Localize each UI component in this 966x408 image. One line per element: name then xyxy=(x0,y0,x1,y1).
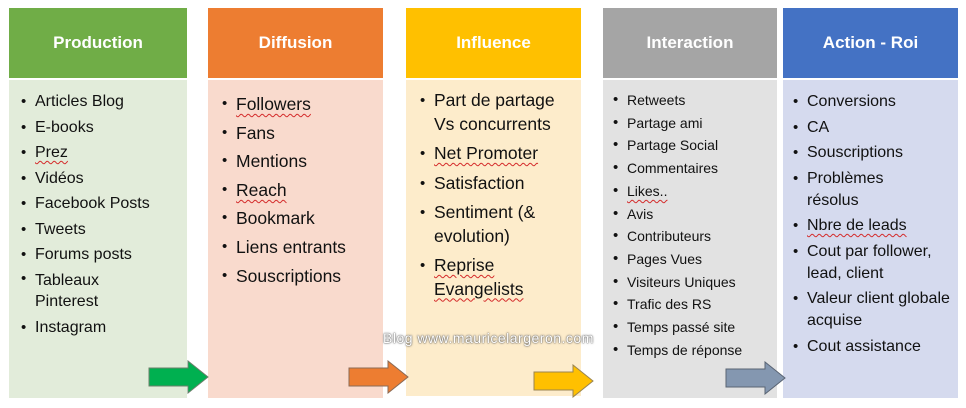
list-item: Followers xyxy=(218,90,377,119)
list-item: Reach xyxy=(218,176,377,205)
list-item: Problèmes résolus xyxy=(789,168,917,212)
list-production: Articles Blog E-books Prez Vidéos Facebo… xyxy=(17,89,181,340)
column-interaction: Interaction Retweets Partage ami Partage… xyxy=(603,8,777,398)
list-item: Part de partage Vs concurrents xyxy=(416,89,564,136)
list-item: Cout par follower, lead, client xyxy=(789,241,947,285)
arrow-icon xyxy=(725,361,786,395)
list-item: Prez xyxy=(17,140,181,166)
column-influence: Influence Part de partage Vs concurrents… xyxy=(406,8,581,396)
list-item: Liens entrants xyxy=(218,233,377,262)
arrow-icon xyxy=(148,360,209,394)
column-production: Production Articles Blog E-books Prez Vi… xyxy=(9,8,187,398)
list-item: Avis xyxy=(609,203,773,226)
list-item: Facebook Posts xyxy=(17,191,181,217)
list-item: CA xyxy=(789,117,954,139)
list-item: Mentions xyxy=(218,147,377,176)
list-item: Sentiment (& evolution) xyxy=(416,201,577,248)
list-item: Tweets xyxy=(17,217,181,243)
header-production: Production xyxy=(9,8,187,78)
list-item: Trafic des RS xyxy=(609,293,773,316)
list-item: Fans xyxy=(218,119,377,148)
list-item: Souscriptions xyxy=(218,262,377,291)
list-item: Pages Vues xyxy=(609,248,773,271)
list-influence: Part de partage Vs concurrents Net Promo… xyxy=(416,89,577,301)
list-item: Visiteurs Uniques xyxy=(609,271,773,294)
header-diffusion: Diffusion xyxy=(208,8,383,78)
header-action-roi: Action - Roi xyxy=(783,8,958,78)
watermark-text: Blog www.mauricelargeron.com xyxy=(383,330,594,346)
list-item: E-books xyxy=(17,115,181,141)
list-item: Conversions xyxy=(789,91,954,113)
list-item: Souscriptions xyxy=(789,142,954,164)
list-item: Articles Blog xyxy=(17,89,181,115)
list-item: Instagram xyxy=(17,315,181,341)
list-item: Partage Social xyxy=(609,134,773,157)
list-item: Partage ami xyxy=(609,112,773,135)
list-item: Valeur client globale acquise xyxy=(789,288,954,332)
list-item: Temps passé site xyxy=(609,316,773,339)
list-item: Bookmark xyxy=(218,204,377,233)
body-interaction: Retweets Partage ami Partage Social Comm… xyxy=(603,80,777,398)
list-action-roi: Conversions CA Souscriptions Problèmes r… xyxy=(789,91,954,358)
list-item: Satisfaction xyxy=(416,172,577,196)
list-item: Vidéos xyxy=(17,166,181,192)
list-interaction: Retweets Partage ami Partage Social Comm… xyxy=(609,89,773,361)
header-influence: Influence xyxy=(406,8,581,78)
list-diffusion: Followers Fans Mentions Reach Bookmark L… xyxy=(218,90,377,290)
column-action-roi: Action - Roi Conversions CA Souscription… xyxy=(783,8,958,398)
body-influence: Part de partage Vs concurrents Net Promo… xyxy=(406,80,581,396)
list-item: Net Promoter xyxy=(416,142,577,166)
list-item: Forums posts xyxy=(17,242,181,268)
list-item: Nbre de leads xyxy=(789,215,954,237)
arrow-icon xyxy=(533,364,594,398)
body-diffusion: Followers Fans Mentions Reach Bookmark L… xyxy=(208,80,383,398)
list-item: Cout assistance xyxy=(789,336,954,358)
header-interaction: Interaction xyxy=(603,8,777,78)
list-item: Reprise Evangelists xyxy=(416,254,574,301)
body-production: Articles Blog E-books Prez Vidéos Facebo… xyxy=(9,80,187,398)
list-item: Commentaires xyxy=(609,157,773,180)
list-item: Likes.. xyxy=(609,180,773,203)
body-action-roi: Conversions CA Souscriptions Problèmes r… xyxy=(783,80,958,398)
list-item: Temps de réponse xyxy=(609,339,773,362)
arrow-icon xyxy=(348,360,409,394)
list-item: Tableaux Pinterest xyxy=(17,268,125,315)
list-item: Contributeurs xyxy=(609,225,773,248)
list-item: Retweets xyxy=(609,89,773,112)
column-diffusion: Diffusion Followers Fans Mentions Reach … xyxy=(208,8,383,398)
